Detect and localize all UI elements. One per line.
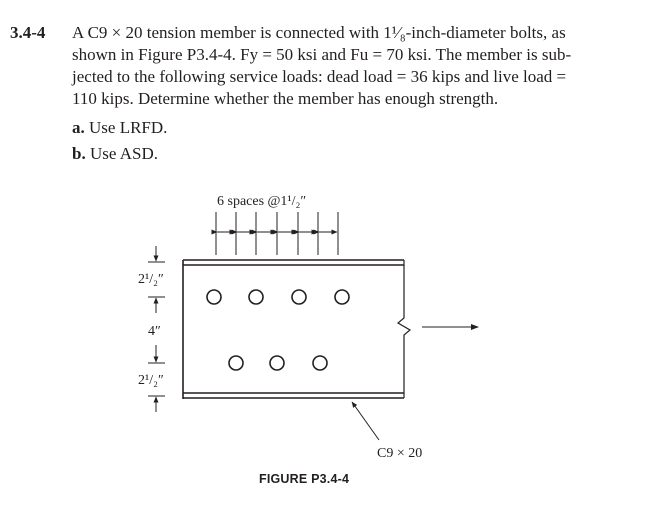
bolt-hole: [206, 289, 222, 305]
bolt-hole: [291, 289, 307, 305]
statement-line: shown in Figure P3.4-4. Fy = 50 ksi and …: [72, 45, 572, 64]
spacing-dimension: [211, 212, 339, 255]
statement-line: jected to the following service loads: d…: [72, 67, 567, 86]
part-text: Use LRFD.: [89, 118, 168, 137]
break-line: [396, 260, 412, 398]
bolt-hole: [334, 289, 350, 305]
edge-distance-bottom-label: 2¹/₂″: [138, 373, 164, 388]
part-label: b.: [72, 144, 86, 163]
problem-number: 3.4-4: [10, 23, 46, 42]
problem-parts: a. Use LRFD. b. Use ASD.: [72, 115, 167, 167]
problem-statement: A C9 × 20 tension member is connected wi…: [72, 22, 632, 110]
part-a: a. Use LRFD.: [72, 115, 167, 141]
spacing-label: 6 spaces @1¹/₂″: [217, 194, 306, 209]
part-text: Use ASD.: [89, 144, 158, 163]
vertical-dimension: [148, 246, 165, 412]
bolt-hole: [269, 355, 285, 371]
statement-line: 110 kips. Determine whether the member h…: [72, 89, 499, 108]
member-leader-line: [351, 401, 380, 441]
part-b: b. Use ASD.: [72, 141, 167, 167]
figure-caption: FIGURE P3.4-4: [259, 472, 350, 486]
statement-line: A C9 × 20 tension member is connected wi…: [72, 23, 566, 42]
channel-member: [182, 259, 412, 399]
bolt-hole: [248, 289, 264, 305]
bolt-holes: [206, 289, 350, 371]
gage-distance-label: 4″: [148, 324, 161, 339]
bolt-hole: [228, 355, 244, 371]
edge-distance-top-label: 2¹/₂″: [138, 272, 164, 287]
bolt-hole: [312, 355, 328, 371]
part-label: a.: [72, 118, 85, 137]
member-label: C9 × 20: [377, 446, 422, 461]
